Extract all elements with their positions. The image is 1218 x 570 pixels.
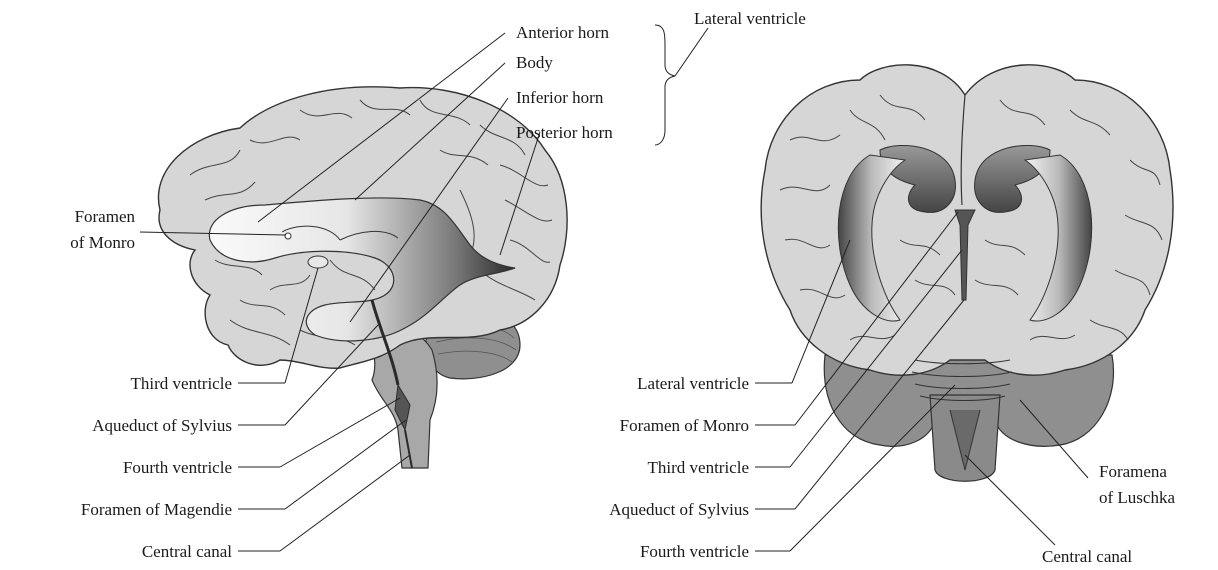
label-anterior-horn: Anterior horn	[516, 22, 609, 43]
label-foramena-of-luschka-line1: Foramena	[1099, 461, 1167, 482]
label-foramena-of-luschka-line2: of Luschka	[1099, 487, 1175, 508]
label-aqueduct-right: Aqueduct of Sylvius	[520, 499, 749, 520]
label-third-ventricle-right: Third ventricle	[520, 457, 749, 478]
label-inferior-horn: Inferior horn	[516, 87, 603, 108]
label-lateral-ventricle-right: Lateral ventricle	[520, 373, 749, 394]
sagittal-brain	[158, 87, 567, 468]
label-central-canal-left: Central canal	[0, 541, 232, 562]
label-foramen-of-monro-line2: of Monro	[20, 232, 135, 253]
label-central-canal-right: Central canal	[1042, 546, 1132, 567]
label-foramen-of-magendie: Foramen of Magendie	[0, 499, 232, 520]
label-fourth-ventricle-right: Fourth ventricle	[520, 541, 749, 562]
label-aqueduct-left: Aqueduct of Sylvius	[0, 415, 232, 436]
label-third-ventricle-left: Third ventricle	[0, 373, 232, 394]
label-body: Body	[516, 52, 553, 73]
frontal-brain	[761, 65, 1173, 481]
label-posterior-horn: Posterior horn	[516, 122, 613, 143]
label-fourth-ventricle-left: Fourth ventricle	[0, 457, 232, 478]
label-lateral-ventricle-group: Lateral ventricle	[694, 8, 806, 29]
sagittal-third-ventricle	[308, 256, 328, 268]
label-foramen-of-monro-line1: Foramen	[20, 206, 135, 227]
label-foramen-of-monro-right: Foramen of Monro	[520, 415, 749, 436]
